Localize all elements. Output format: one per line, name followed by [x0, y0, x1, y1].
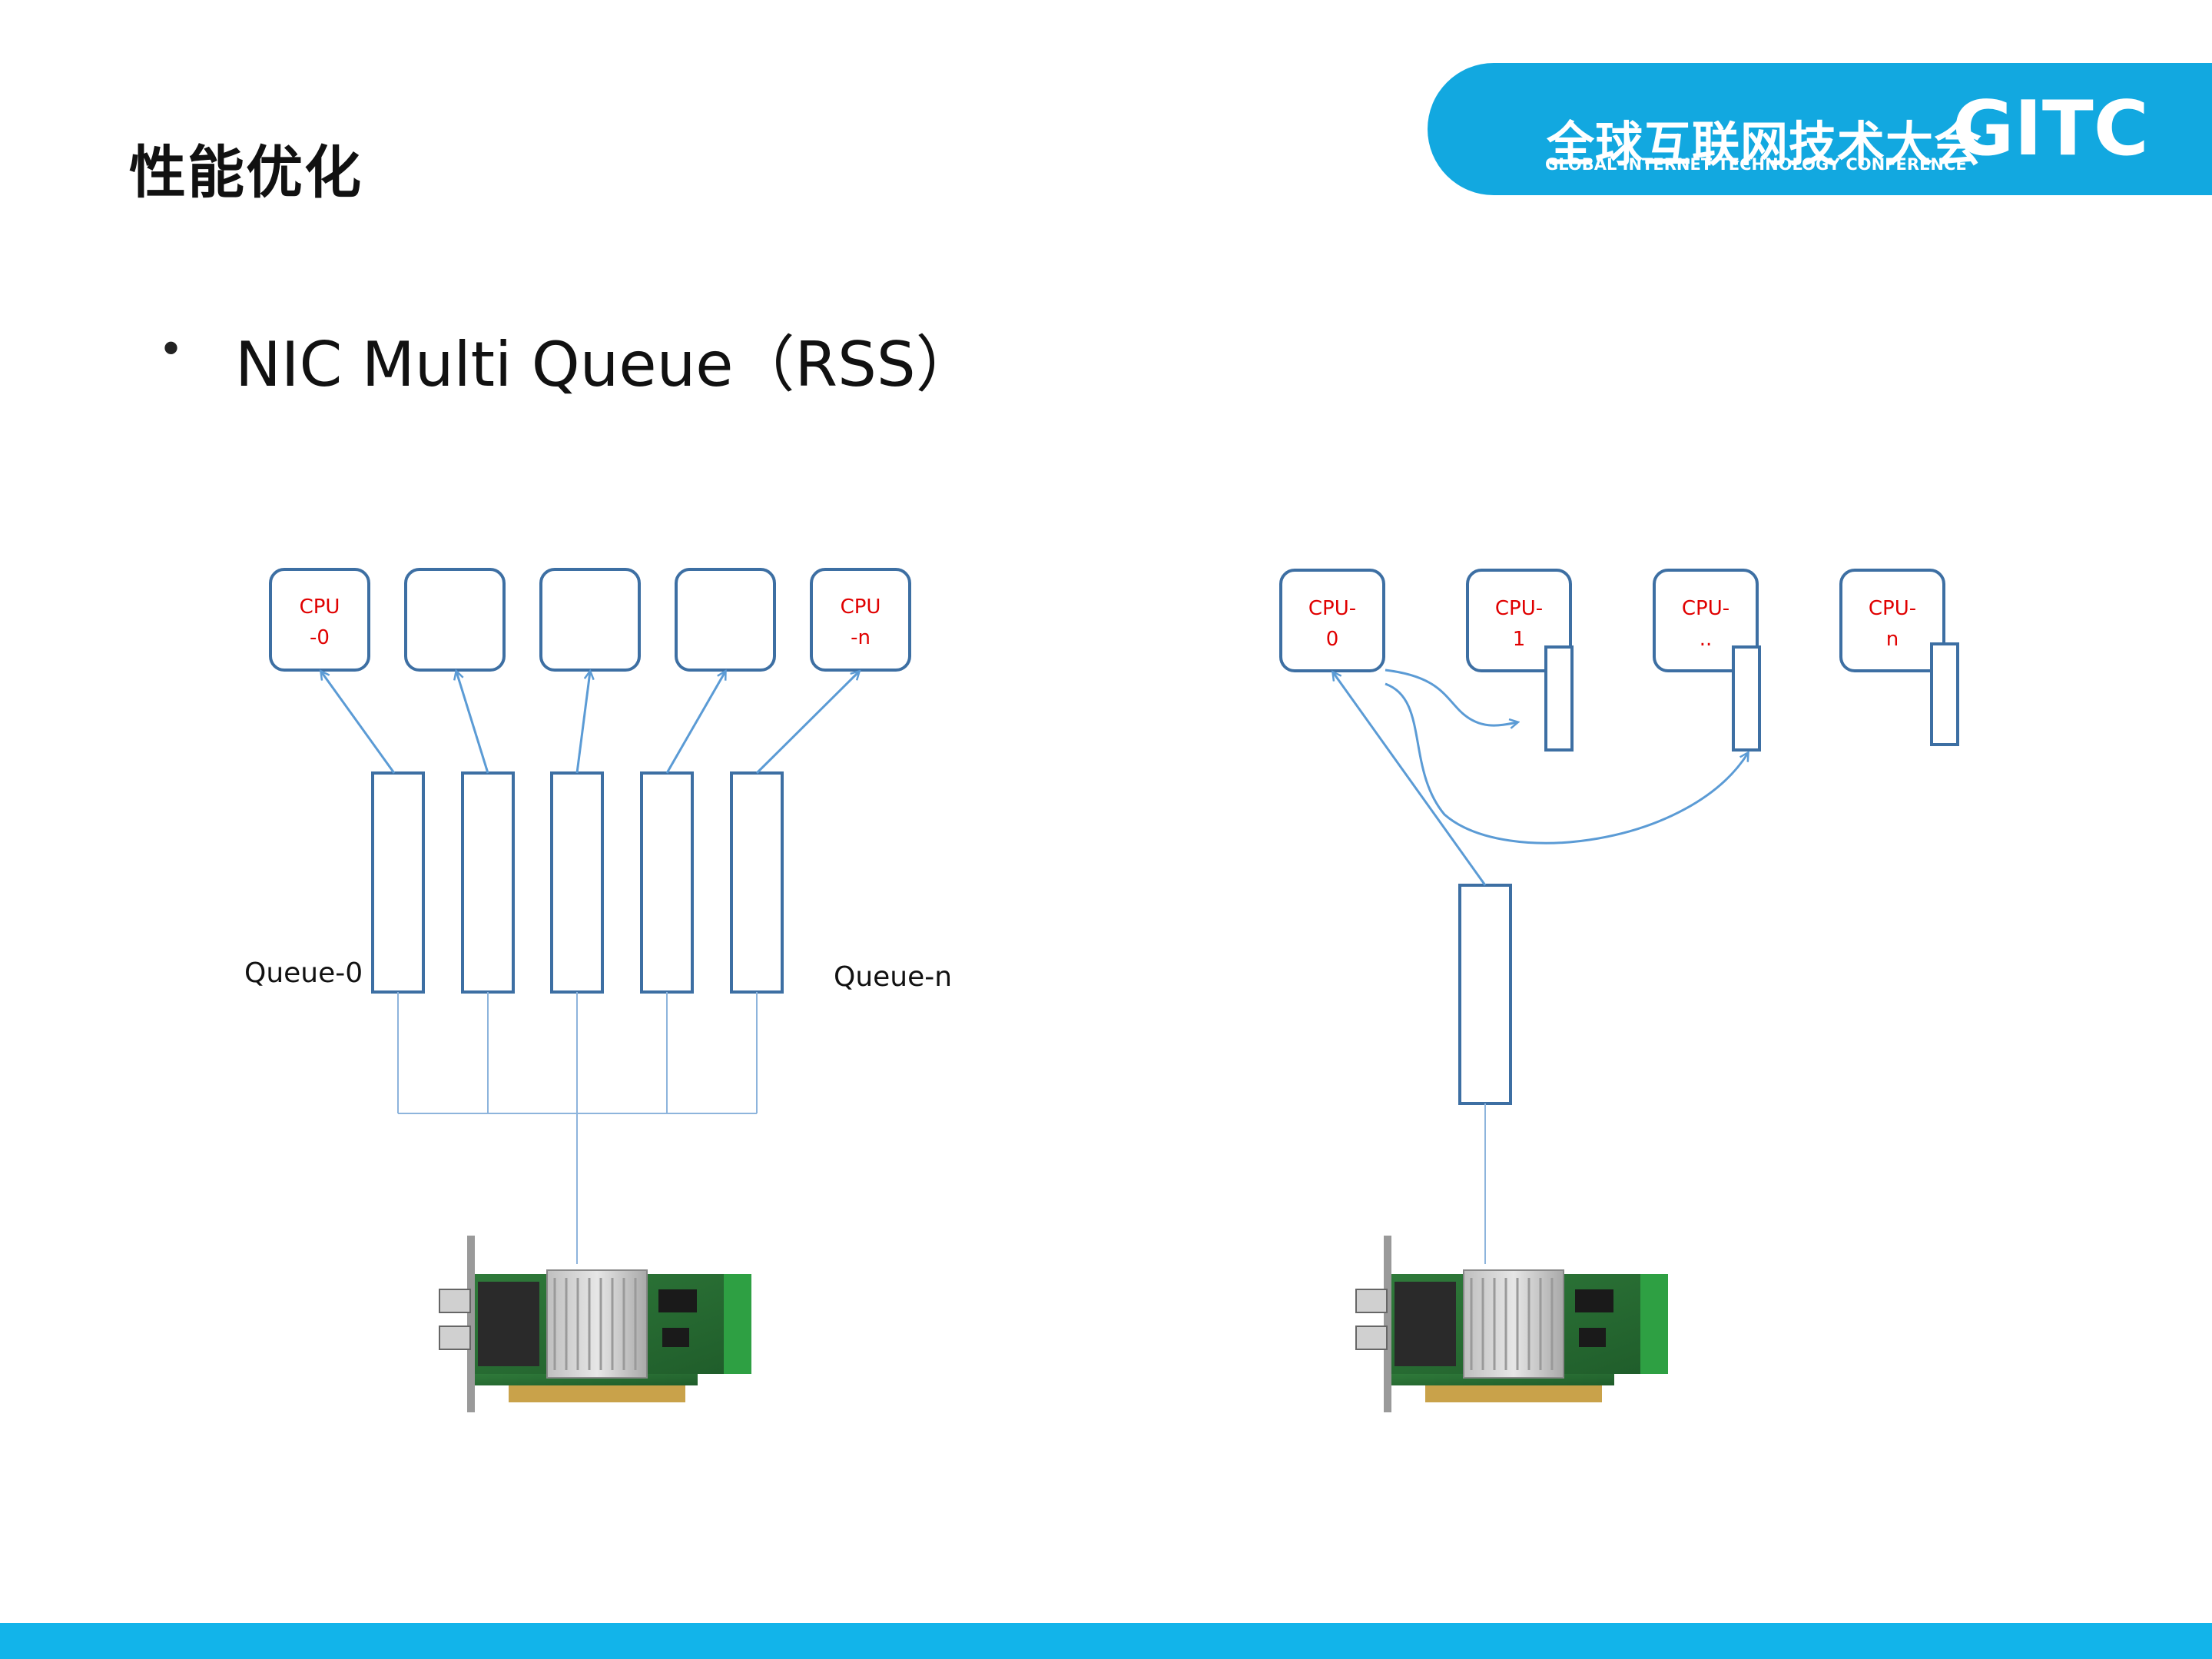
right-cpu-n-backlog-queue: [1930, 642, 1959, 746]
left-cpu-box-4: CPU -n: [810, 568, 911, 672]
left-cpu-box-1: [404, 568, 506, 672]
right-cpu-0-label-2: 0: [1326, 628, 1339, 651]
queue-box-0: [371, 771, 425, 994]
queue-n-label: Queue-n: [834, 961, 952, 993]
bullet-dot: •: [163, 322, 180, 373]
queue-0-label: Queue-0: [244, 957, 363, 989]
left-cpu-n-label-1: CPU: [841, 596, 881, 619]
bottom-accent-bar: [0, 1623, 2212, 1659]
queue-distribution-lines: [397, 992, 758, 1264]
logo-english-text: GLOBAL INTERNET TECHNOLOGY CONFERENCE: [1545, 155, 1967, 174]
left-cpu-box-3: [675, 568, 776, 672]
queue-0-to-cpu-0-arrow: [321, 672, 396, 774]
left-cpu-0-label-1: CPU: [300, 596, 340, 619]
conference-logo: 全球互联网技术大会 GLOBAL INTERNET TECHNOLOGY CON…: [1428, 63, 2212, 195]
queue-to-cpu-0-arrow: [1333, 672, 1487, 886]
queue-box-3: [640, 771, 694, 994]
queue-box-1: [461, 771, 515, 994]
right-cpu-box-n: CPU- n: [1839, 569, 1959, 746]
queue-3-to-cpu-3-arrow: [665, 672, 725, 774]
bullet-text: NIC Multi Queue（RSS）: [235, 329, 977, 400]
left-diagram: CPU -0 CPU -n: [244, 568, 952, 1412]
slide-title: 性能优化: [129, 140, 363, 206]
right-cpu-1-label-2: 1: [1513, 628, 1526, 651]
right-cpu-1-label-1: CPU-: [1495, 597, 1543, 620]
right-cpu-box-0: CPU- 0: [1279, 569, 1385, 672]
logo-chinese-text: 全球互联网技术大会: [1547, 116, 1983, 172]
right-nic-card-image: [1355, 1236, 1668, 1412]
queue-2-to-cpu-2-arrow: [575, 672, 590, 774]
cpu-0-to-cpu-1-arrow: [1385, 669, 1517, 725]
right-cpu-n-label-1: CPU-: [1869, 597, 1916, 620]
right-cpu-n-label-2: n: [1886, 628, 1899, 651]
left-cpu-box-2: [539, 568, 641, 672]
right-cpu-2-backlog-queue: [1732, 645, 1761, 752]
right-diagram: CPU- 0 CPU- 1 CPU- .. CPU- n: [1279, 569, 1959, 1412]
single-queue-box: [1458, 884, 1512, 1105]
left-cpu-0-label-2: -0: [310, 626, 330, 649]
right-cpu-2-label-2: ..: [1700, 628, 1713, 651]
right-cpu-1-backlog-queue: [1544, 645, 1574, 752]
cpu-0-to-cpu-2-arrow: [1385, 682, 1748, 844]
queue-1-to-cpu-1-arrow: [456, 672, 489, 774]
right-cpu-0-label-1: CPU-: [1308, 597, 1356, 620]
left-cpu-n-label-2: -n: [851, 626, 871, 649]
right-cpu-2-label-1: CPU-: [1682, 597, 1729, 620]
queue-box-2: [550, 771, 604, 994]
right-cpu-box-1: CPU- 1: [1466, 569, 1574, 752]
left-cpu-box-0: CPU -0: [269, 568, 370, 672]
left-nic-card-image: [439, 1236, 751, 1412]
right-cpu-box-2: CPU- ..: [1653, 569, 1761, 752]
logo-banner: [1428, 63, 2212, 195]
queue-n-to-cpu-n-arrow: [755, 672, 859, 775]
queue-box-n: [730, 771, 784, 994]
